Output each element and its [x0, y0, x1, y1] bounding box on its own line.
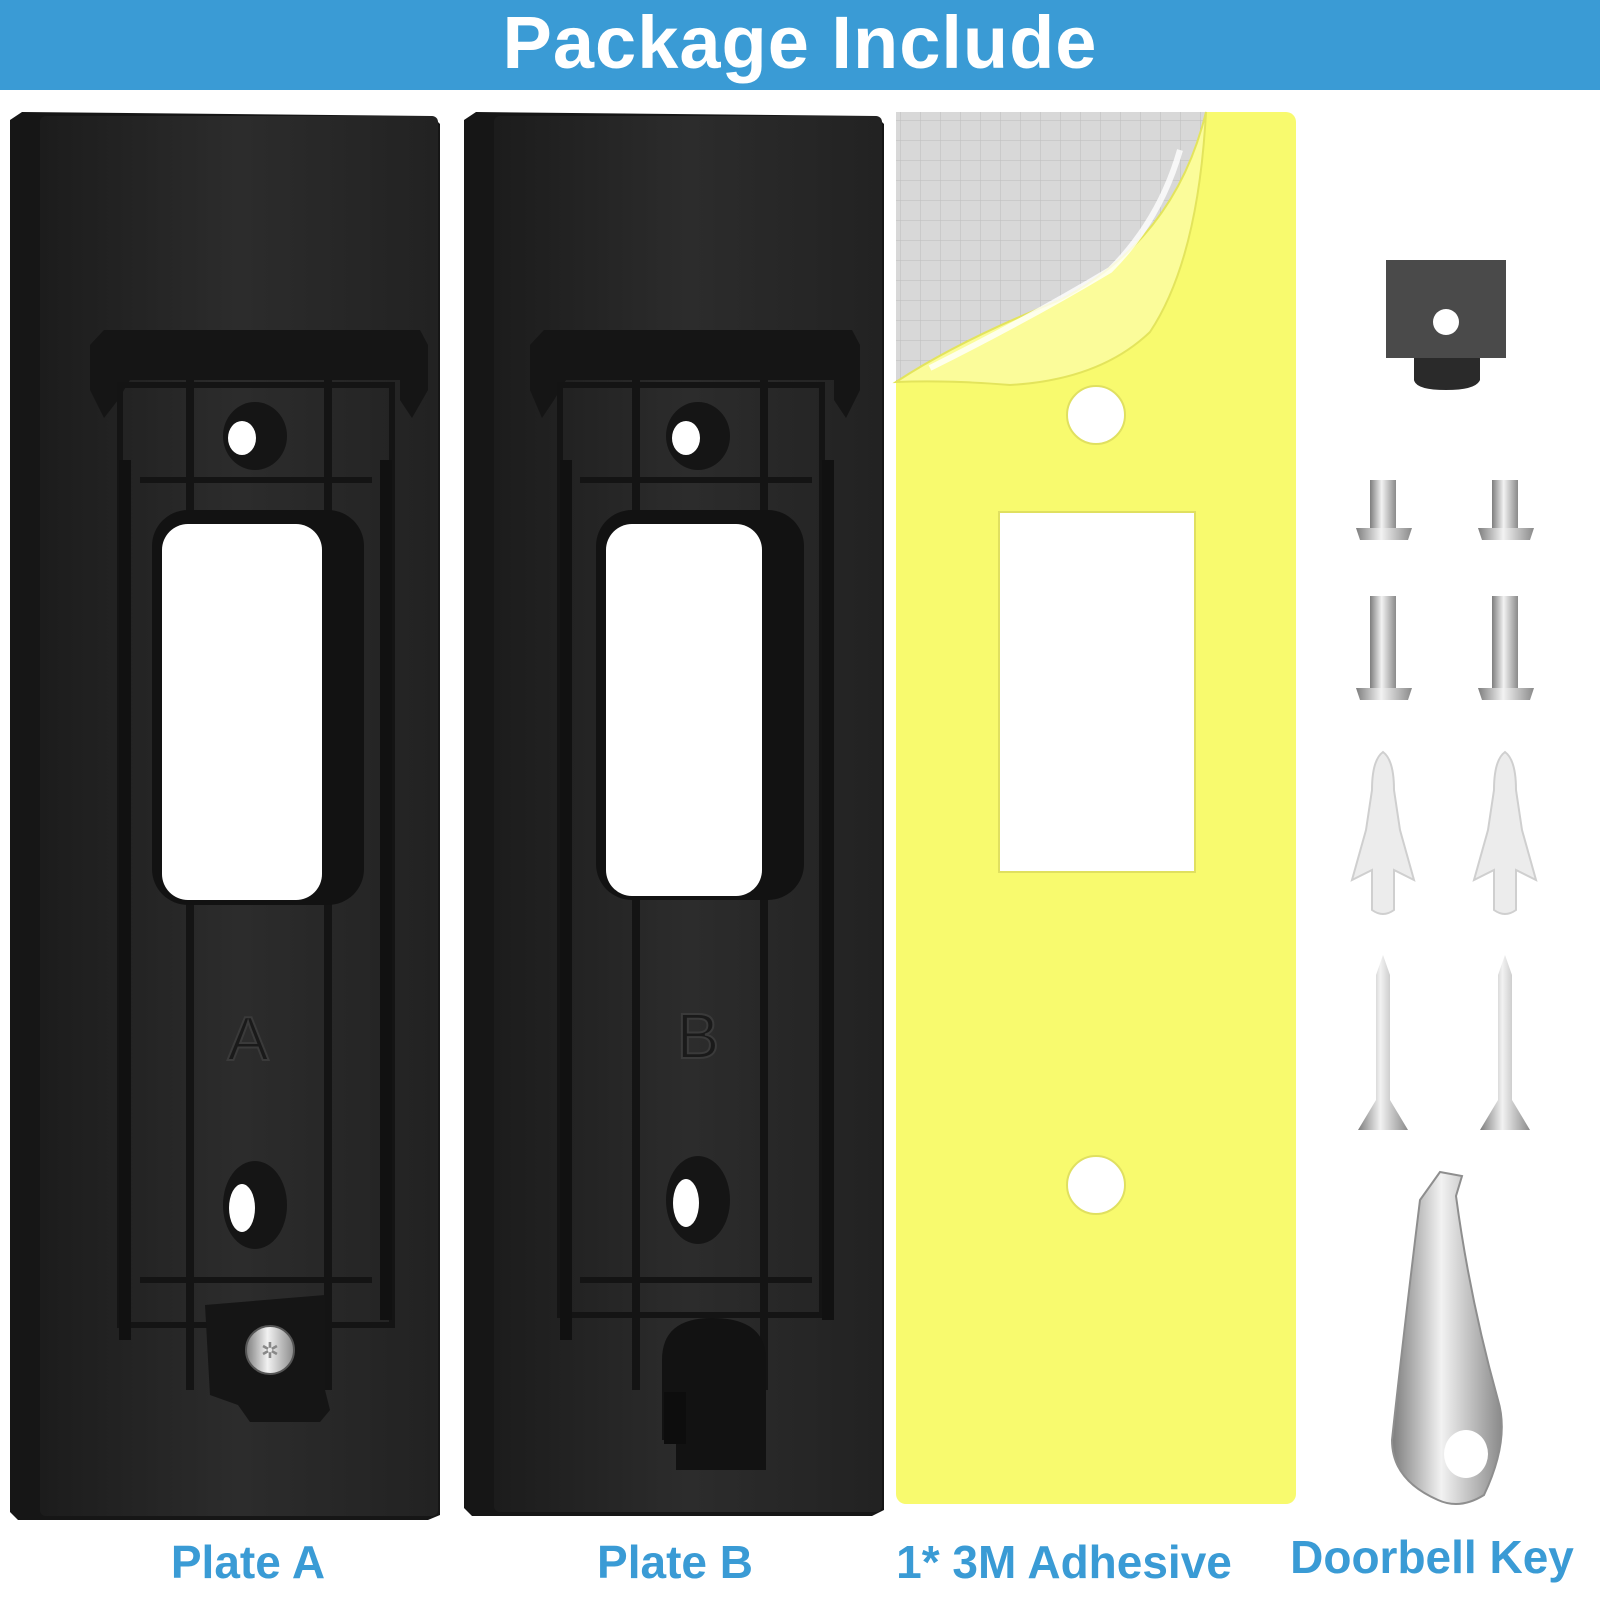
plate-a-letter: A — [227, 1005, 269, 1074]
title-banner: Package Include — [0, 0, 1600, 90]
plate-b — [464, 112, 884, 1516]
wood-screw — [1358, 955, 1530, 1130]
3m-adhesive-pad — [892, 111, 1296, 1504]
caption-adhesive: 1* 3M Adhesive — [896, 1536, 1232, 1588]
svg-text:✲: ✲ — [261, 1339, 279, 1364]
screw-block — [1386, 260, 1506, 390]
security-screw-short — [1356, 480, 1534, 540]
caption-plate-a: Plate A — [170, 1536, 326, 1588]
plate-a: ✲ — [10, 112, 440, 1520]
caption-plate-b: Plate B — [597, 1536, 753, 1588]
page-title: Package Include — [502, 0, 1098, 84]
plate-b-letter: B — [677, 1000, 720, 1072]
wall-anchor — [1350, 750, 1538, 915]
security-screw-long — [1356, 596, 1534, 700]
doorbell-key — [1390, 1170, 1503, 1505]
caption-doorbell-key: Doorbell Key — [1290, 1531, 1574, 1583]
